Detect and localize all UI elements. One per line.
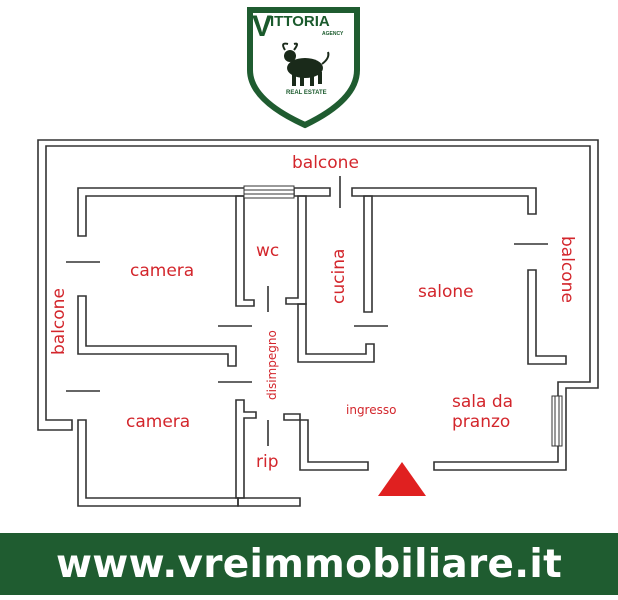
bull-icon <box>282 42 330 86</box>
rip-right-wall <box>283 413 301 421</box>
label-sala-line2: pranzo <box>452 412 510 432</box>
left-wall-lower <box>77 419 239 507</box>
outer-perimeter <box>37 139 599 471</box>
label-balcone-right: balcone <box>557 236 577 303</box>
label-sala-line1: sala da <box>452 392 513 412</box>
cucina-wall <box>297 303 375 363</box>
top-wall-mid <box>293 187 331 197</box>
salone-left-wall <box>363 195 373 313</box>
salone-right-wall <box>527 269 567 365</box>
label-balcone-left: balcone <box>49 288 69 355</box>
label-disimpegno: disimpegno <box>265 330 279 400</box>
left-wall-upper <box>77 295 237 367</box>
top-wall-right <box>351 187 537 215</box>
logo-tagline: REAL ESTATE <box>286 90 327 96</box>
logo-agency: AGENCY <box>322 31 344 37</box>
label-camera-bottom: camera <box>126 412 190 432</box>
logo-brand: ITTORIA <box>270 13 330 30</box>
label-cucina: cucina <box>329 249 349 304</box>
window-top <box>243 185 295 199</box>
label-ingresso: ingresso <box>346 403 396 417</box>
disimpegno-wall <box>235 399 257 499</box>
room-labels: balcone balcone balcone camera camera wc… <box>49 153 577 472</box>
label-camera-top: camera <box>130 261 194 281</box>
entrance-marker-icon <box>378 462 426 496</box>
floor-plan: V ITTORIA AGENCY REAL ESTATE <box>37 7 599 507</box>
logo-initial: V <box>252 10 272 43</box>
bottom-wall <box>237 419 369 507</box>
label-wc: wc <box>256 241 279 261</box>
top-wall-left <box>77 187 247 237</box>
wc-left-wall <box>235 195 255 307</box>
vittoria-logo: V ITTORIA AGENCY REAL ESTATE <box>247 7 360 129</box>
wc-right-wall <box>285 195 307 305</box>
window-right <box>551 395 563 447</box>
walls <box>37 139 599 507</box>
label-rip: rip <box>256 452 279 472</box>
label-salone: salone <box>418 282 474 302</box>
windows <box>243 185 563 447</box>
website-url[interactable]: www.vreimmobiliare.it <box>55 541 563 587</box>
website-banner: www.vreimmobiliare.it <box>0 533 618 595</box>
label-balcone-top: balcone <box>292 153 359 173</box>
